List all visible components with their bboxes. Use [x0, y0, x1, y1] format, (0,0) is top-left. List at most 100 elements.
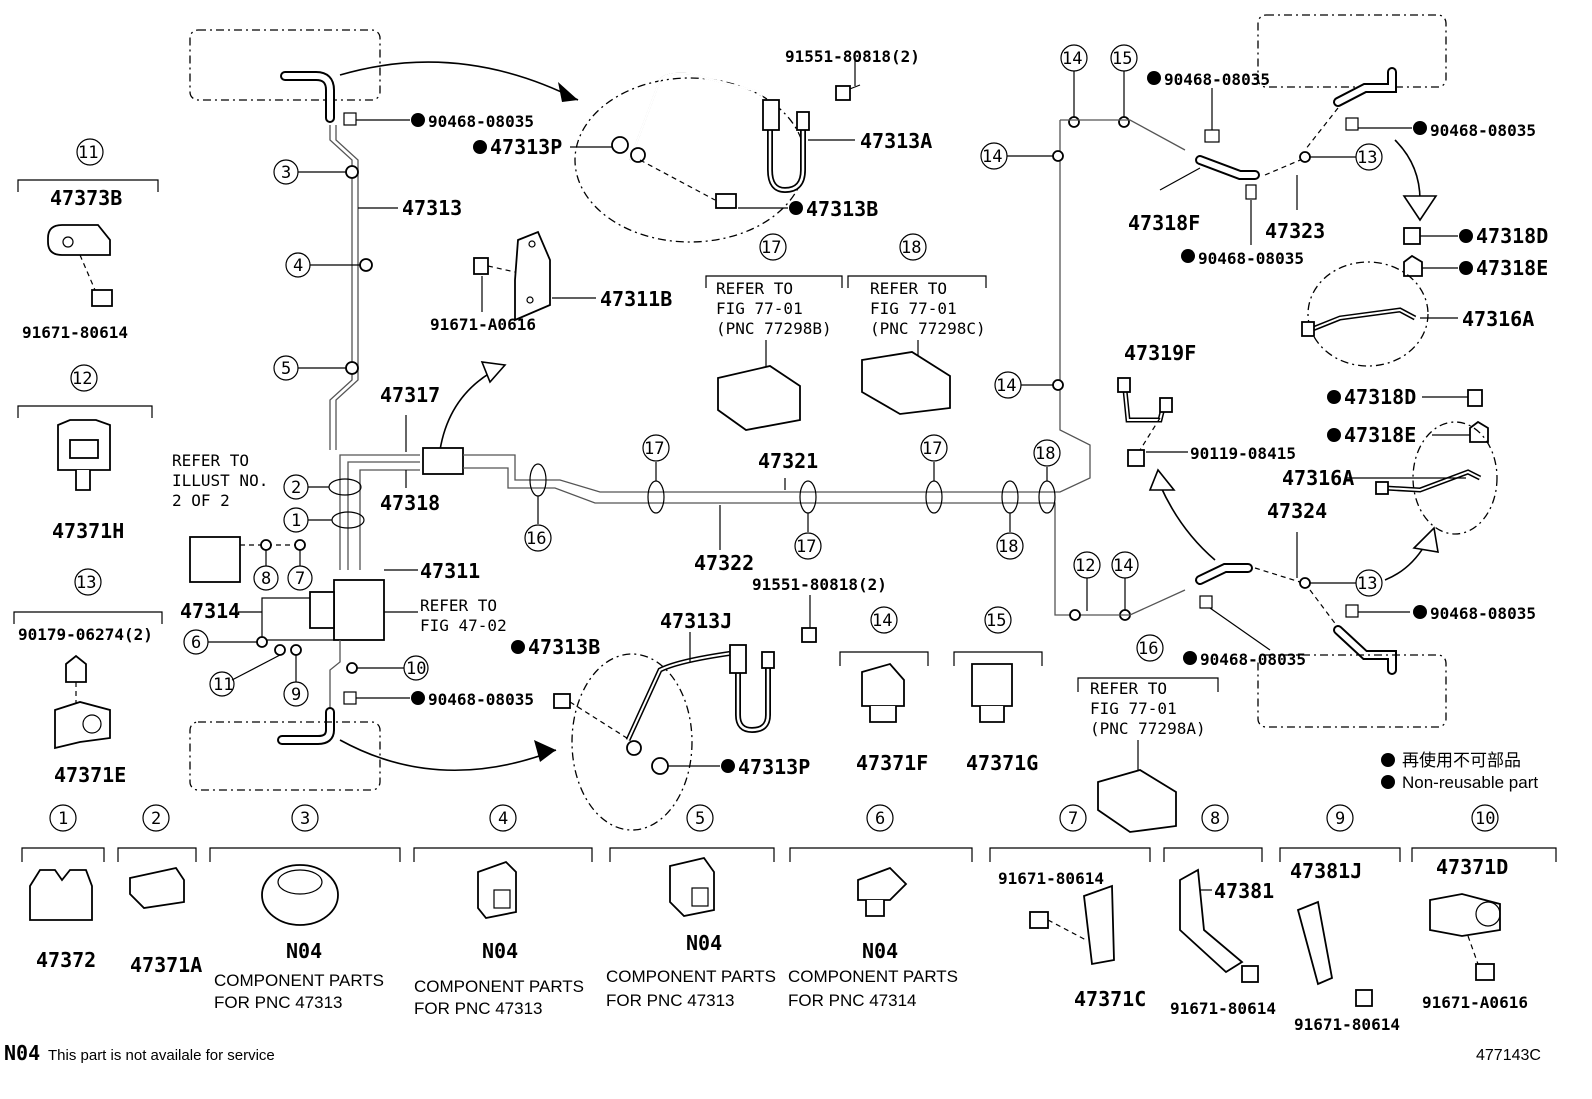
label-47316A-1: 47316A — [1462, 307, 1534, 331]
svg-text:6: 6 — [875, 809, 885, 829]
svg-text:3: 3 — [281, 163, 291, 183]
bolt-icon — [1355, 989, 1373, 1007]
bolt-icon — [1403, 227, 1421, 245]
label-N04-4: N04 — [482, 939, 518, 963]
svg-text:6: 6 — [191, 633, 201, 653]
svg-text:13: 13 — [1357, 574, 1377, 594]
bolt-icon — [1241, 965, 1259, 983]
callout-13-tr — [1355, 143, 1383, 171]
label-47318E-1: 47318E — [1476, 256, 1548, 280]
callout-1 — [283, 507, 309, 533]
callout-8-bottom — [1201, 804, 1229, 832]
svg-text:14: 14 — [872, 611, 892, 631]
pipe-end-top-left — [280, 71, 335, 123]
label-N04-3: N04 — [286, 939, 322, 963]
legend-dot-en — [1381, 775, 1395, 789]
label-91671-80614-7: 91671-80614 — [998, 869, 1104, 888]
label-90468-br1: 90468-08035 — [1200, 650, 1306, 669]
clip-47371A — [129, 866, 185, 909]
component-6-l2: FOR PNC 47314 — [788, 991, 917, 1010]
label-90468-tr2: 90468-08035 — [1198, 249, 1304, 268]
label-47316A-2: 47316A — [1282, 466, 1354, 490]
ref-17-2: FIG 77-01 — [716, 299, 803, 318]
footer-code: N04 — [4, 1041, 40, 1065]
hose-detail-tr — [1307, 261, 1429, 367]
hose-detail-br — [1412, 421, 1498, 535]
label-47311B: 47311B — [600, 287, 672, 311]
footer-note: This part is not availale for service — [48, 1047, 275, 1064]
label-91551-bot: 91551-80818(2) — [752, 575, 887, 594]
svg-text:3: 3 — [300, 809, 310, 829]
ref-16-2: FIG 77-01 — [1090, 699, 1177, 718]
callout-5 — [273, 355, 299, 381]
callout-10-bottom — [1471, 804, 1499, 832]
label-90179: 90179-06274(2) — [18, 625, 153, 644]
callout-9 — [283, 681, 309, 707]
bracket-47371C — [1083, 884, 1115, 966]
callout-7 — [287, 565, 313, 591]
svg-text:16: 16 — [526, 529, 546, 549]
clip-47313-b — [669, 856, 715, 917]
label-91671-A0616-10: 91671-A0616 — [1422, 993, 1528, 1012]
svg-text:7: 7 — [1068, 809, 1078, 829]
grommet — [261, 864, 339, 926]
bracket-47311B — [514, 230, 551, 322]
label-47381J: 47381J — [1290, 859, 1362, 883]
label-91671-A0616-mid: 91671-A0616 — [430, 315, 536, 334]
legend-jp: 再使用不可部品 — [1402, 750, 1521, 770]
bracket-47381 — [1179, 868, 1244, 974]
legend-en: Non-reusable part — [1402, 773, 1538, 792]
ref-16-1: REFER TO — [1090, 679, 1167, 698]
svg-text:18: 18 — [998, 537, 1018, 557]
svg-text:18: 18 — [1035, 444, 1055, 464]
arrow-top-left — [339, 61, 579, 101]
label-90119: 90119-08415 — [1190, 444, 1296, 463]
ref-18-1: REFER TO — [870, 279, 947, 298]
label-90468-br2: 90468-08035 — [1430, 604, 1536, 623]
svg-text:9: 9 — [1335, 809, 1345, 829]
non-reusable-dot — [411, 113, 425, 127]
svg-text:11: 11 — [213, 675, 233, 695]
component-5-l2: FOR PNC 47313 — [606, 991, 735, 1010]
label-47318D-2: 47318D — [1344, 385, 1416, 409]
label-47313B-bot: 47313B — [528, 635, 600, 659]
svg-text:14: 14 — [982, 147, 1002, 167]
label-47381: 47381 — [1214, 879, 1274, 903]
callout-17-b — [794, 532, 822, 560]
figure-id: 477143C — [1476, 1047, 1541, 1064]
pipe-47321 — [463, 120, 1091, 493]
callout-6-bottom — [866, 804, 894, 832]
pipe-47322 — [463, 467, 1085, 616]
detail-box-bottom-left — [189, 721, 381, 791]
ref-16-3: (PNC 77298A) — [1090, 719, 1206, 738]
callout-14-mid — [870, 606, 898, 634]
clip-47372 — [29, 869, 93, 921]
label-47313B-top: 47313B — [806, 197, 878, 221]
label-N04-5: N04 — [686, 931, 722, 955]
label-47371A: 47371A — [130, 953, 202, 977]
svg-text:13: 13 — [1357, 148, 1377, 168]
clip-77298C — [861, 351, 951, 415]
label-47324: 47324 — [1267, 499, 1327, 523]
svg-text:15: 15 — [986, 611, 1006, 631]
detail-box-bottom-right — [1257, 654, 1447, 728]
callout-1-bottom — [49, 804, 77, 832]
nut-icon — [65, 654, 87, 683]
label-91551-top: 91551-80818(2) — [785, 47, 920, 66]
callout-17-header — [759, 233, 787, 261]
svg-text:17: 17 — [796, 537, 816, 557]
pipe-47313 — [329, 125, 353, 450]
svg-text:10: 10 — [406, 659, 426, 679]
label-90468-tr3: 90468-08035 — [1430, 121, 1536, 140]
label-N04-6: N04 — [862, 939, 898, 963]
label-90468-tr1: 90468-08035 — [1164, 70, 1270, 89]
svg-text:1: 1 — [58, 809, 68, 829]
label-47317: 47317 — [380, 383, 440, 407]
svg-text:14: 14 — [1113, 556, 1133, 576]
svg-text:1: 1 — [291, 511, 301, 531]
label-47372: 47372 — [36, 948, 96, 972]
svg-text:4: 4 — [498, 809, 508, 829]
label-47318F: 47318F — [1128, 211, 1200, 235]
label-90468-bl: 90468-08035 — [428, 690, 534, 709]
